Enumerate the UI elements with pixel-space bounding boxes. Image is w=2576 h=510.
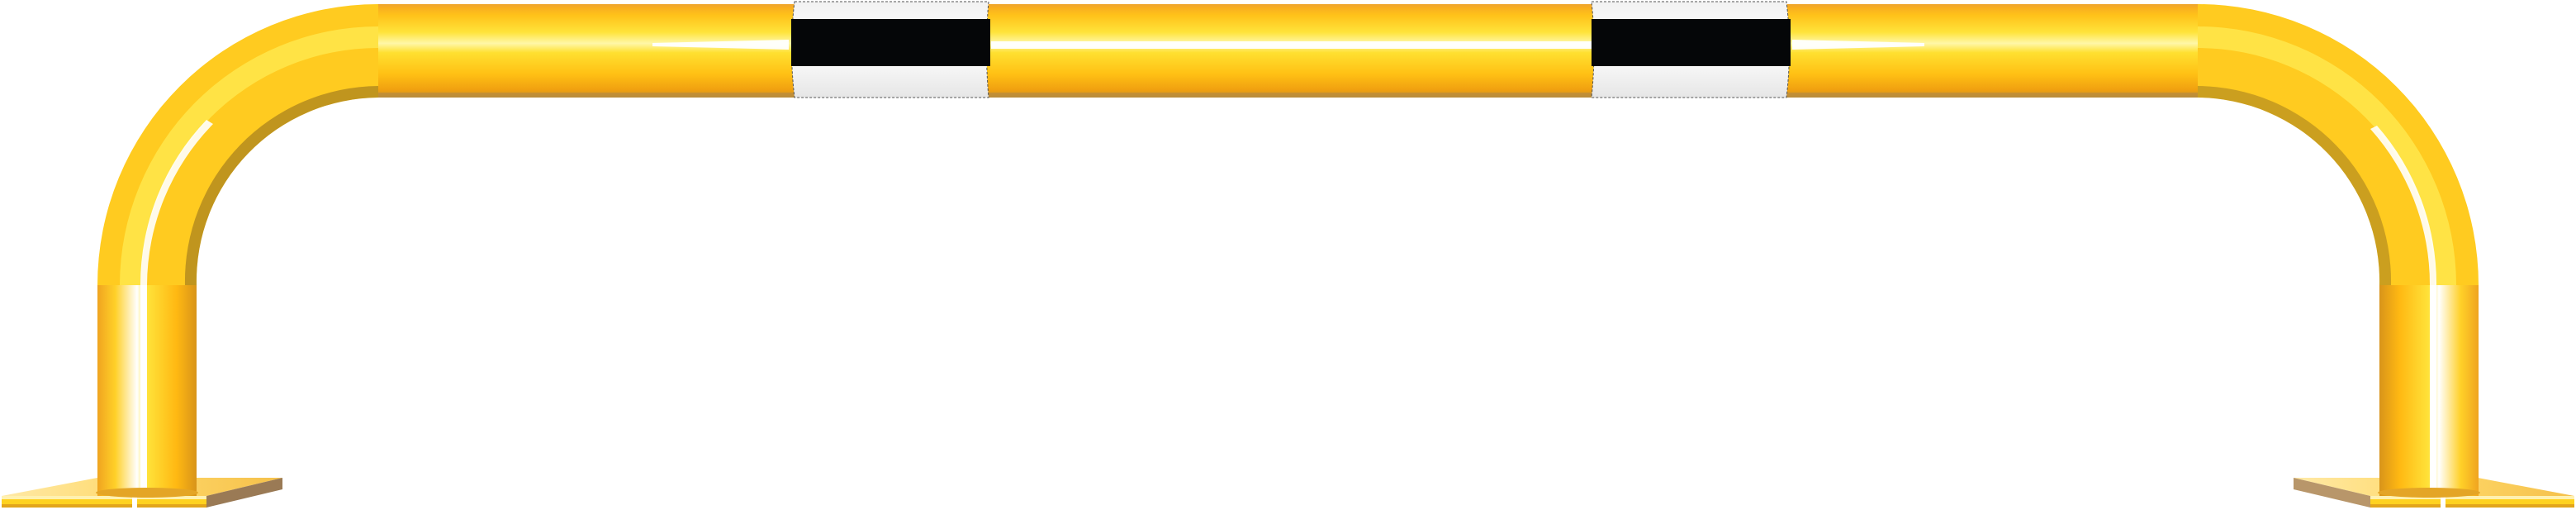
tube xyxy=(97,4,2479,496)
left-leg-collar xyxy=(96,488,198,498)
warning-stripe-band-right xyxy=(1591,1,1791,98)
right-leg-collar xyxy=(2378,488,2480,498)
left-leg-highlight xyxy=(140,285,147,496)
warning-stripe-band-left xyxy=(791,1,990,98)
rail-highlights xyxy=(652,40,1924,50)
top-rail xyxy=(378,4,2198,98)
right-leg-highlight xyxy=(2430,285,2436,496)
right-leg xyxy=(2379,285,2479,496)
right-elbow xyxy=(2191,4,2479,285)
